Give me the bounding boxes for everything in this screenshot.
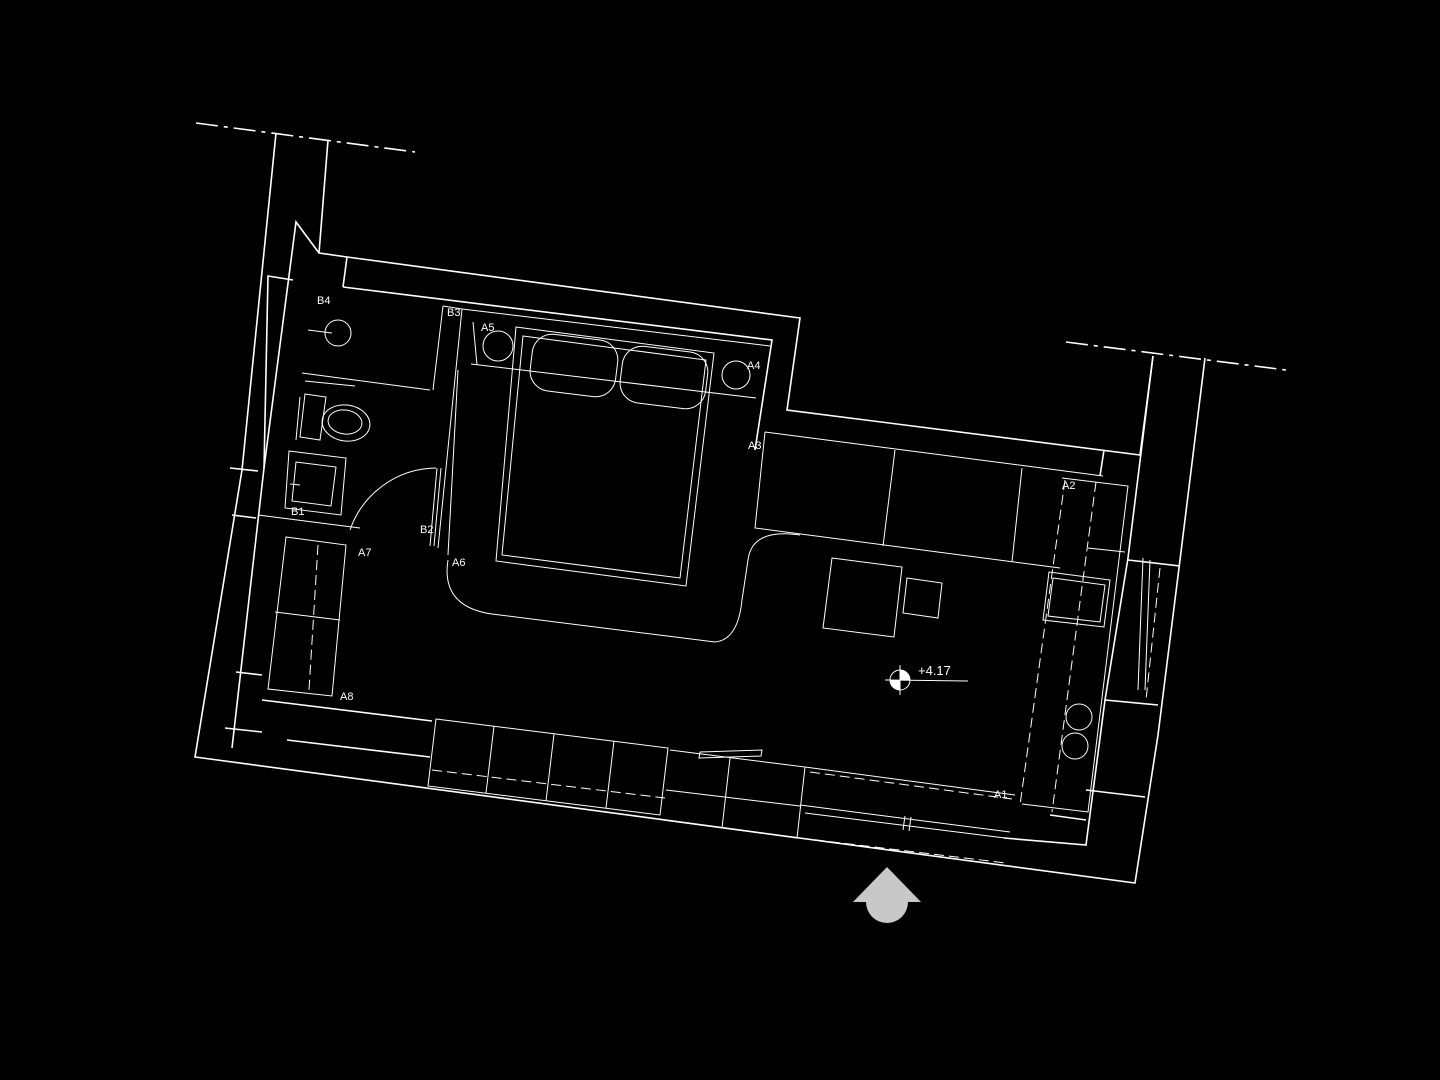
outer-walls: [194, 132, 1206, 884]
room-labels: B4 B3 B2 B1 A5 A4 A3 A2 A1 A6 A7 A8: [291, 295, 1075, 801]
label-b1: B1: [291, 506, 304, 518]
nightstand-left-icon: [482, 330, 514, 362]
bathroom-door-icon: [349, 467, 442, 547]
shower-drain-icon: [307, 319, 352, 347]
stove-burner-icon: [1061, 703, 1093, 760]
label-b3: B3: [447, 307, 460, 319]
right-kitchen: [1019, 477, 1161, 813]
bed: [446, 308, 801, 643]
entrance-opening: [799, 766, 1016, 864]
label-b2: B2: [420, 524, 433, 536]
label-a8: A8: [340, 691, 353, 703]
grid-axis-lines: [195, 122, 1287, 371]
toilet-icon: [299, 393, 371, 442]
level-marker-icon: [884, 665, 969, 695]
left-wardrobe: [267, 536, 347, 697]
level-label: +4.17: [918, 663, 951, 678]
label-a1: A1: [994, 789, 1007, 801]
nightstand-right-icon: [721, 360, 751, 390]
bottom-cabinets: [427, 718, 806, 839]
entrance-arrow-icon: [853, 867, 921, 923]
coffee-tables: [822, 557, 943, 638]
label-a6: A6: [452, 557, 465, 569]
label-b4: B4: [317, 295, 330, 307]
bathroom: [257, 305, 463, 549]
sofa: [754, 431, 1104, 569]
label-a7: A7: [358, 547, 371, 559]
label-a3: A3: [748, 440, 761, 452]
label-a4: A4: [747, 360, 760, 372]
label-a5: A5: [481, 322, 494, 334]
washbasin-icon: [284, 450, 347, 516]
label-a2: A2: [1062, 480, 1075, 492]
